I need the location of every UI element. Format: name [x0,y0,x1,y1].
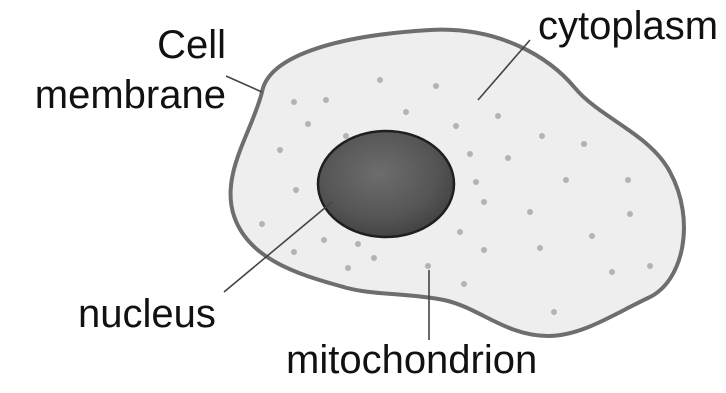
mitochondrion-dot [537,245,543,251]
mitochondrion-dot [377,77,383,83]
mitochondrion-dot [291,99,297,105]
mitochondrion-label: mitochondrion [286,340,537,380]
mitochondrion-dot [473,179,479,185]
mitochondrion-dot [495,113,501,119]
mitochondrion-dot [355,241,361,247]
mitochondrion-dot [323,97,329,103]
mitochondrion-dot [539,133,545,139]
mitochondrion-dot [291,249,297,255]
mitochondrion-dot [457,229,463,235]
mitochondrion-dot [627,211,633,217]
nucleus-label: nucleus [78,294,216,334]
mitochondrion-dot [345,265,351,271]
mitochondrion-dot [371,255,377,261]
mitochondrion-dot [481,247,487,253]
mitochondrion-dot [259,221,265,227]
mitochondrion-dot [277,147,283,153]
mitochondrion-dot [467,151,473,157]
mitochondrion-dot [453,123,459,129]
mitochondrion-dot [461,281,467,287]
mitochondrion-dot [433,83,439,89]
cell-membrane-leader-line [226,76,262,92]
cytoplasm-label: cytoplasm [538,6,718,46]
mitochondrion-dot [625,177,631,183]
mitochondrion-dot [589,233,595,239]
cell-membrane-label-line1: Cell [35,20,226,70]
mitochondrion-dot [403,109,409,115]
mitochondrion-dot [305,121,311,127]
mitochondrion-dot [609,269,615,275]
cell-membrane-outline [231,30,684,336]
mitochondrion-dot [527,209,533,215]
mitochondrion-dot [647,263,653,269]
cell-membrane-label: Cell membrane [35,20,226,120]
mitochondrion-dot [551,309,557,315]
mitochondrion-dot [481,199,487,205]
mitochondrion-dot [343,133,349,139]
mitochondrion-dot [563,177,569,183]
mitochondrion-dot [505,155,511,161]
mitochondrion-dot [293,187,299,193]
cell-membrane-label-line2: membrane [35,70,226,120]
mitochondrion-dot [425,263,431,269]
nucleus [318,131,454,237]
mitochondrion-dot [321,237,327,243]
mitochondrion-dot [581,141,587,147]
